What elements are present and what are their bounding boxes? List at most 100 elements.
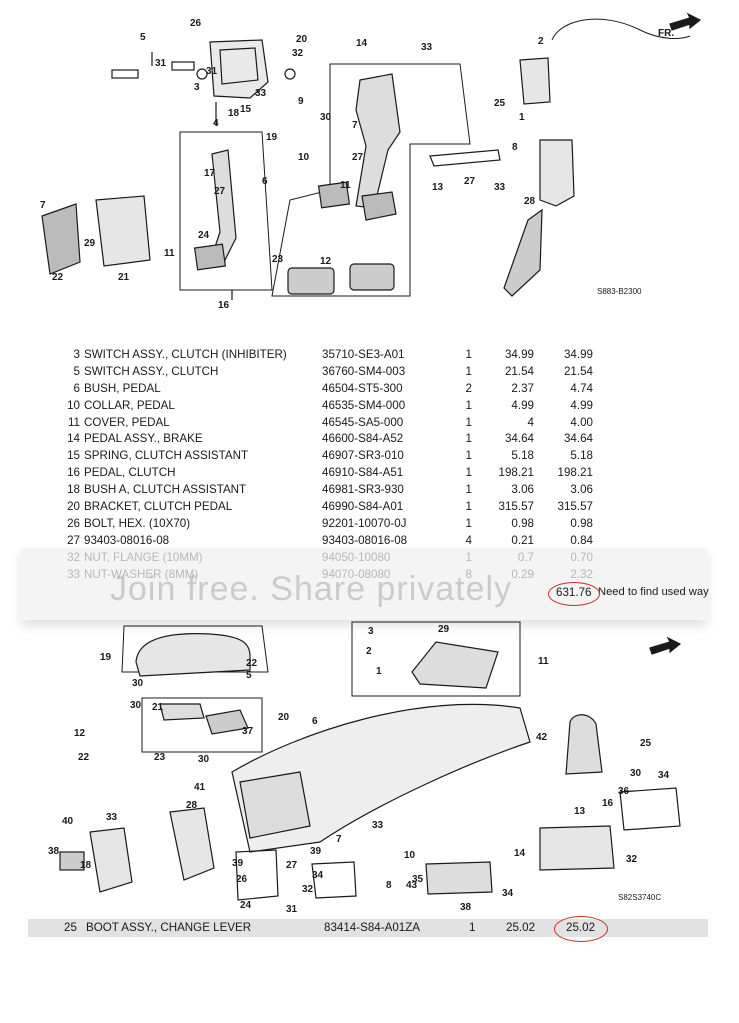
callout-label: 10 <box>298 152 310 163</box>
diagram-code-top: S883-B2300 <box>597 287 642 296</box>
cell-ext: 315.57 <box>557 500 593 514</box>
cell-line: 14 <box>67 432 80 446</box>
callout-label: 6 <box>262 176 268 187</box>
callout-label: 11 <box>538 656 549 667</box>
total-circle <box>548 582 600 606</box>
cell-unit: 34.64 <box>504 432 534 446</box>
callout-label: 30 <box>130 700 142 711</box>
cell-qty: 1 <box>465 466 472 480</box>
callout-label: 4 <box>213 118 219 129</box>
callout-label: 34 <box>312 870 324 881</box>
watermark-text: Join free. Share privately <box>110 570 513 608</box>
cell-ext: 21.54 <box>563 364 593 378</box>
row-unit-price: 25.02 <box>506 921 536 934</box>
callout-label: 7 <box>352 120 358 131</box>
cell-part-no: 46535-SM4-000 <box>322 398 406 412</box>
callout-label: 27 <box>352 152 364 163</box>
callout-label: 22 <box>52 272 64 283</box>
callout-label: 14 <box>356 38 368 49</box>
callout-label: 22 <box>78 752 90 763</box>
callout-label: 7 <box>336 834 342 845</box>
callout-label: 19 <box>266 132 278 143</box>
cell-ext: 198.21 <box>557 466 593 480</box>
callout-label: 27 <box>286 860 298 871</box>
cell-ext: 4.74 <box>570 381 593 395</box>
callout-label: 13 <box>574 806 586 817</box>
pedal-assembly-diagram: 262053132332FR.3131518331497274302511910… <box>40 12 702 311</box>
callout-label: 25 <box>640 738 652 749</box>
cell-line: 20 <box>67 500 80 514</box>
cell-part-no: 46504-ST5-300 <box>322 381 403 395</box>
cell-ext: 5.18 <box>570 449 593 463</box>
callout-label: 14 <box>514 848 526 859</box>
callout-label: 28 <box>524 196 536 207</box>
cell-unit: 5.18 <box>511 449 534 463</box>
callout-label: 36 <box>618 786 630 797</box>
callout-label: 32 <box>626 854 638 865</box>
cell-unit: 21.54 <box>504 364 534 378</box>
cell-unit: 3.06 <box>511 483 534 497</box>
cell-desc: BUSH A, CLUTCH ASSISTANT <box>84 483 247 497</box>
callout-label: 9 <box>298 96 304 107</box>
cell-part-no: 46545-SA5-000 <box>322 415 404 429</box>
callout-label: 22 <box>246 658 258 669</box>
cell-desc: BOLT, HEX. (10X70) <box>84 516 191 530</box>
callout-label: 21 <box>118 272 130 283</box>
callout-label: 11 <box>164 248 175 259</box>
cell-desc: 93403-08016-08 <box>84 533 170 547</box>
callout-label: 27 <box>464 176 476 187</box>
callout-label: 33 <box>106 812 118 823</box>
cell-part-no: 46910-S84-A51 <box>322 466 404 480</box>
callout-label: 34 <box>658 770 670 781</box>
cell-qty: 1 <box>465 500 472 514</box>
callout-label: 8 <box>512 142 518 153</box>
callout-label: 7 <box>40 200 46 211</box>
callout-label: 21 <box>152 702 164 713</box>
total-note: Need to find used way <box>598 586 709 598</box>
cell-unit: 34.99 <box>504 348 534 361</box>
cell-qty: 1 <box>465 348 472 361</box>
callout-label: 37 <box>242 726 254 737</box>
callout-label: 39 <box>310 846 322 857</box>
callout-label: 30 <box>198 754 210 765</box>
callout-label: 43 <box>406 880 418 891</box>
cell-desc: COVER, PEDAL <box>84 415 170 429</box>
cell-part-no: 46907-SR3-010 <box>322 449 404 463</box>
callout-label: 23 <box>154 752 166 763</box>
callout-label: 3 <box>368 626 374 637</box>
cell-unit: 4.99 <box>511 398 534 412</box>
cell-ext: 4.00 <box>570 415 593 429</box>
diagram-code-bottom: S82S3740C <box>618 893 661 902</box>
callout-label: 11 <box>340 180 351 191</box>
callout-label: 13 <box>432 182 444 193</box>
cell-part-no: 46990-S84-A01 <box>322 500 404 514</box>
callout-label: 31 <box>155 58 167 69</box>
cell-part-no: 46981-SR3-930 <box>322 483 404 497</box>
callout-label: 30 <box>132 678 144 689</box>
cell-desc: COLLAR, PEDAL <box>84 398 175 412</box>
cell-qty: 1 <box>465 364 472 378</box>
cell-unit: 0.98 <box>511 516 534 530</box>
callout-label: 30 <box>320 112 332 123</box>
callout-label: 5 <box>246 670 252 681</box>
cell-line: 16 <box>67 466 80 480</box>
cell-qty: 1 <box>465 432 472 446</box>
callout-label: 31 <box>286 904 298 915</box>
row-line-no: 25 <box>64 921 77 934</box>
callout-label: 20 <box>296 34 308 45</box>
cell-desc: BUSH, PEDAL <box>84 381 161 395</box>
cell-qty: 4 <box>465 533 472 547</box>
cell-desc: PEDAL ASSY., BRAKE <box>84 432 203 446</box>
callout-label: 33 <box>372 820 384 831</box>
callout-label: 32 <box>302 884 314 895</box>
callout-label: 35 <box>412 874 424 885</box>
cell-desc: PEDAL, CLUTCH <box>84 466 176 480</box>
cell-part-no: 92201-10070-0J <box>322 516 407 530</box>
cell-line: 27 <box>67 533 80 547</box>
cell-qty: 1 <box>465 398 472 412</box>
